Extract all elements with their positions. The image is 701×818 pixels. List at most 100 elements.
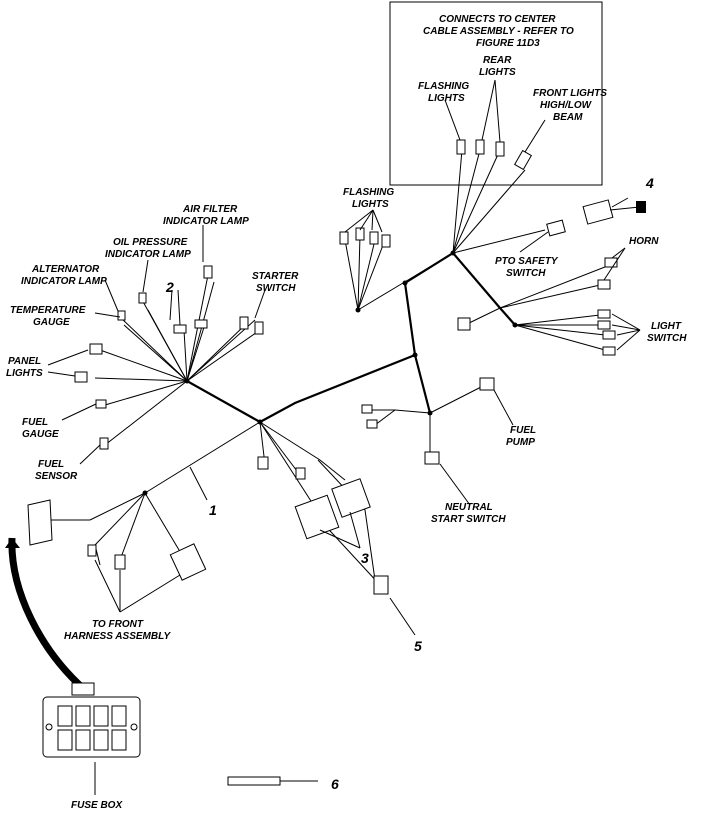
label-temperature-1: TEMPERATURE bbox=[10, 305, 86, 316]
label-light-switch-1: LIGHT bbox=[651, 321, 682, 332]
label-flashing-top-2: LIGHTS bbox=[428, 93, 465, 104]
label-fuel-pump-2: PUMP bbox=[506, 437, 535, 448]
label-center-cable-2: CABLE ASSEMBLY - REFER TO bbox=[423, 26, 574, 37]
light-switch-connector-b bbox=[597, 320, 611, 330]
label-flashing-left-2: LIGHTS bbox=[352, 199, 389, 210]
light-switch-connector-c bbox=[602, 330, 616, 340]
rear-light-connector-b bbox=[495, 141, 505, 157]
neutral-switch-connector bbox=[424, 451, 440, 465]
harness-trunks bbox=[144, 252, 516, 494]
label-rear-lights-2: LIGHTS bbox=[479, 67, 516, 78]
front-lights-connector bbox=[513, 149, 533, 171]
horn-connector-a bbox=[604, 257, 618, 268]
label-fuel-pump-1: FUEL bbox=[510, 425, 536, 436]
label-flashing-left-1: FLASHING bbox=[343, 187, 394, 198]
label-pto-safety-2: SWITCH bbox=[506, 268, 546, 279]
label-panel-lights-1: PANEL bbox=[8, 356, 41, 367]
center-connector-a bbox=[257, 456, 269, 470]
label-fuel-gauge-1: FUEL bbox=[22, 417, 48, 428]
fuse-cable bbox=[8, 537, 88, 693]
item-6-tube bbox=[227, 776, 318, 786]
relay-3b bbox=[331, 478, 371, 518]
fuse-plug bbox=[27, 499, 53, 546]
label-center-cable-3: FIGURE 11D3 bbox=[476, 38, 540, 49]
label-neutral-start-2: START SWITCH bbox=[431, 514, 506, 525]
rear-light-connector-a bbox=[475, 139, 485, 155]
pto-connector bbox=[546, 219, 566, 237]
front-harness-connector-a bbox=[87, 544, 97, 557]
label-alternator-2: INDICATOR LAMP bbox=[21, 276, 107, 287]
label-starter-switch-2: SWITCH bbox=[256, 283, 296, 294]
label-front-lights-2: HIGH/LOW bbox=[540, 100, 593, 111]
fuse-cable-arrow bbox=[5, 538, 20, 548]
label-rear-lights-1: REAR bbox=[483, 55, 512, 66]
label-panel-lights-2: LIGHTS bbox=[6, 368, 43, 379]
label-front-lights-1: FRONT LIGHTS bbox=[533, 88, 607, 99]
label-oil-pressure-2: INDICATOR LAMP bbox=[105, 249, 191, 260]
alternator-connector bbox=[117, 310, 126, 321]
label-horn: HORN bbox=[629, 236, 659, 247]
flash-left-connector-c bbox=[369, 231, 379, 245]
callout-numbers: 1 2 3 4 5 6 bbox=[165, 175, 654, 792]
indicator-connector-a bbox=[173, 324, 187, 334]
horn-connector-b bbox=[597, 279, 611, 290]
indicator-connector-b bbox=[194, 319, 208, 329]
oil-pressure-connector bbox=[138, 292, 147, 304]
text-labels: CONNECTS TO CENTER CABLE ASSEMBLY - REFE… bbox=[6, 14, 687, 811]
item-4-lead bbox=[609, 206, 641, 211]
label-front-harness-2: HARNESS ASSEMBLY bbox=[64, 631, 171, 642]
pto-side-connector bbox=[457, 317, 471, 331]
instrument-branches bbox=[94, 274, 261, 446]
callout-1: 1 bbox=[209, 502, 217, 518]
center-connector-b bbox=[295, 467, 306, 480]
label-starter-switch-1: STARTER bbox=[252, 271, 299, 282]
label-front-harness-1: TO FRONT bbox=[92, 619, 144, 630]
right-lower-branches bbox=[370, 384, 486, 455]
flash-left-connector-a bbox=[339, 231, 349, 245]
label-alternator-1: ALTERNATOR bbox=[31, 264, 100, 275]
upper-right-branches bbox=[344, 149, 611, 351]
junctions bbox=[142, 250, 518, 496]
center-cable-box bbox=[389, 1, 603, 186]
fuse-box bbox=[42, 682, 141, 758]
pump-aux-connector-a bbox=[361, 404, 373, 414]
flash-left-connector-b bbox=[355, 227, 365, 241]
label-oil-pressure-1: OIL PRESSURE bbox=[113, 237, 188, 248]
label-fuel-gauge-2: GAUGE bbox=[22, 429, 59, 440]
flashing-top-connector bbox=[456, 139, 466, 155]
label-front-lights-3: BEAM bbox=[553, 112, 583, 123]
fuel-pump-connector bbox=[479, 377, 495, 391]
diode-5 bbox=[373, 575, 389, 595]
connectors bbox=[27, 139, 618, 595]
label-temperature-2: GAUGE bbox=[33, 317, 70, 328]
label-pto-safety-1: PTO SAFETY bbox=[495, 256, 559, 267]
pump-aux-connector-b bbox=[366, 419, 378, 429]
callout-5: 5 bbox=[414, 638, 422, 654]
label-flashing-top-1: FLASHING bbox=[418, 81, 469, 92]
light-switch-connector-d bbox=[602, 346, 616, 356]
panel-light-connector-b bbox=[74, 371, 88, 383]
light-switch-connector-a bbox=[597, 309, 611, 319]
starter-connector-b bbox=[254, 321, 264, 335]
callout-3: 3 bbox=[361, 550, 369, 566]
relay-3a bbox=[294, 494, 340, 540]
front-harness-connector-c bbox=[169, 543, 207, 581]
front-harness-connector-b bbox=[114, 554, 126, 570]
label-neutral-start-1: NEUTRAL bbox=[445, 502, 493, 513]
label-fuel-sensor-2: SENSOR bbox=[35, 471, 78, 482]
air-filter-connector bbox=[203, 265, 213, 279]
starter-connector-a bbox=[239, 316, 249, 330]
leader-lines bbox=[47, 79, 641, 795]
item-4-tip bbox=[636, 201, 646, 213]
callout-6: 6 bbox=[331, 776, 339, 792]
label-fuse-box: FUSE BOX bbox=[71, 800, 123, 811]
label-air-filter-2: INDICATOR LAMP bbox=[163, 216, 249, 227]
label-light-switch-2: SWITCH bbox=[647, 333, 687, 344]
fuel-sensor-connector bbox=[99, 437, 109, 450]
panel-light-connector-a bbox=[89, 343, 103, 355]
flash-left-connector-d bbox=[381, 234, 391, 248]
item-4-connector bbox=[582, 199, 614, 225]
callout-4: 4 bbox=[645, 175, 654, 191]
